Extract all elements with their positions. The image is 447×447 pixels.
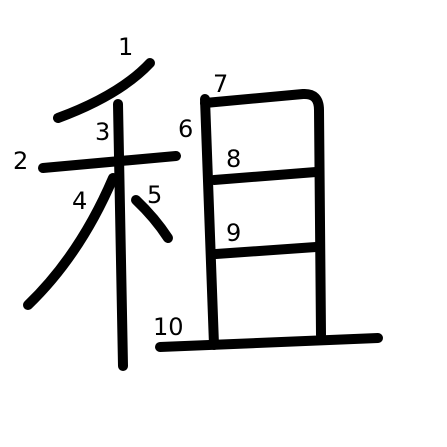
- stroke-2: [38, 151, 181, 173]
- stroke-6: [200, 94, 219, 350]
- stroke-number-9: 9: [226, 219, 241, 247]
- stroke-number-2: 2: [13, 147, 28, 175]
- stroke-8: [209, 167, 321, 185]
- stroke-number-3: 3: [95, 118, 110, 146]
- stroke-3: [113, 99, 128, 371]
- stroke-10: [155, 333, 383, 352]
- stroke-number-10: 10: [153, 313, 184, 341]
- stroke-number-7: 7: [213, 70, 228, 98]
- stroke-1: [53, 58, 155, 123]
- stroke-number-8: 8: [226, 145, 241, 173]
- stroke-5: [131, 195, 173, 243]
- stroke-4: [23, 173, 118, 310]
- stroke-number-6: 6: [178, 115, 193, 143]
- stroke-9: [211, 242, 321, 259]
- stroke-7: [200, 88, 326, 340]
- stroke-number-4: 4: [72, 187, 87, 215]
- stroke-number-1: 1: [118, 33, 133, 61]
- stroke-number-5: 5: [147, 181, 162, 209]
